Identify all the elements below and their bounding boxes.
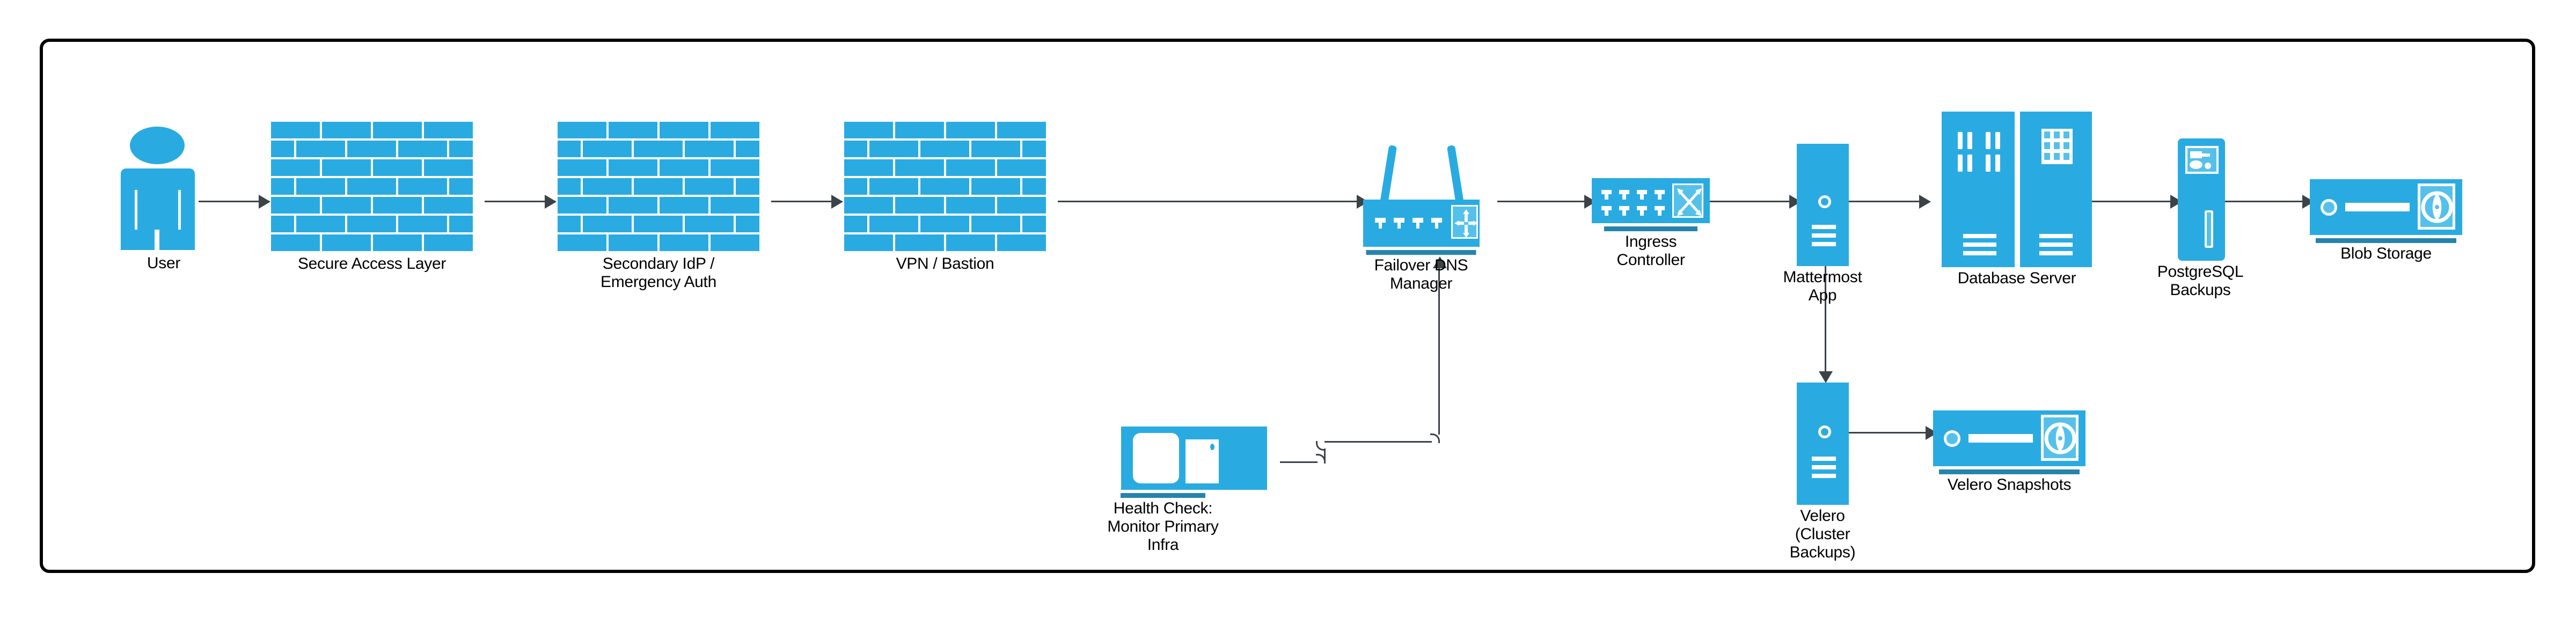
node-database-server[interactable]: Database Server: [1942, 112, 2092, 287]
tablet-base-bar: [1121, 493, 1205, 498]
label-line: Backups): [1789, 543, 1856, 561]
node-blob-storage[interactable]: Blob Storage: [2310, 179, 2462, 262]
power-indicator-icon: [1818, 195, 1831, 208]
appliance-screen-icon: [2185, 146, 2219, 174]
node-user-label: User: [83, 254, 244, 273]
node-mattermost-app[interactable]: Mattermost App: [1783, 144, 1862, 304]
label-line: Database Server: [1957, 269, 2076, 287]
node-postgresql-backups-label: PostgreSQL Backups: [2098, 263, 2302, 299]
node-health-check[interactable]: Health Check: Monitor Primary Infra: [1107, 427, 1267, 554]
node-secondary-idp-label: Secondary IdP / Emergency Auth: [524, 255, 793, 291]
switch-base-bar: [1604, 226, 1697, 231]
switch-crossconnect-badge-icon: [1672, 183, 1703, 218]
node-vpn-bastion[interactable]: VPN / Bastion: [844, 122, 1058, 273]
node-velero-snapshots[interactable]: Velero Snapshots: [1933, 410, 2085, 494]
label-line: PostgreSQL: [2157, 263, 2244, 281]
node-vpn-bastion-label: VPN / Bastion: [811, 255, 1079, 273]
wireless-router-icon: [1363, 145, 1499, 255]
label-line: (Cluster: [1795, 525, 1850, 543]
node-failover-dns-manager-label: Failover DNS Manager: [1308, 256, 1534, 293]
storage-base-bar: [1939, 469, 2080, 474]
server-tower-icon: [1797, 383, 1854, 505]
label-line: Manager: [1389, 275, 1453, 292]
node-ingress-controller-label: Ingress Controller: [1543, 233, 1758, 269]
node-velero-snapshots-label: Velero Snapshots: [1886, 476, 2133, 494]
label-line: Velero Snapshots: [1947, 476, 2072, 494]
label-line: App: [1808, 286, 1837, 304]
user-person-icon: [118, 127, 209, 250]
label-line: Failover DNS: [1374, 256, 1468, 274]
node-secure-access-layer-label: Secure Access Layer: [238, 255, 506, 273]
label-line: Monitor Primary: [1107, 518, 1219, 535]
node-velero[interactable]: Velero (Cluster Backups): [1790, 383, 1856, 561]
power-indicator-icon: [1818, 425, 1831, 438]
label-line: Controller: [1616, 251, 1685, 269]
node-blob-storage-label: Blob Storage: [2268, 245, 2504, 263]
node-postgresql-backups[interactable]: PostgreSQL Backups: [2157, 138, 2244, 299]
node-secure-access-layer[interactable]: Secure Access Layer: [271, 122, 485, 273]
firewall-brick-wall-icon: [558, 122, 771, 252]
tablet-monitor-icon: [1121, 427, 1267, 507]
disc-badge-icon: [2041, 415, 2079, 461]
label-line: Ingress: [1624, 233, 1677, 251]
firewall-brick-wall-icon: [271, 122, 485, 252]
label-line: Secondary IdP /: [602, 255, 715, 273]
node-failover-dns-manager[interactable]: Failover DNS Manager: [1363, 145, 1499, 292]
label-line: Health Check:: [1113, 499, 1213, 517]
node-mattermost-app-label: Mattermost App: [1721, 268, 1924, 305]
node-velero-label: Velero (Cluster Backups): [1721, 507, 1924, 562]
router-direction-badge-icon: [1451, 205, 1478, 239]
storage-array-icon: [2310, 179, 2462, 254]
node-ingress-controller[interactable]: Ingress Controller: [1592, 178, 1710, 269]
server-tower-icon: [1797, 144, 1854, 266]
label-line: Blob Storage: [2340, 245, 2432, 262]
network-switch-icon: [1592, 178, 1710, 253]
label-line: Velero: [1800, 507, 1845, 525]
database-rack-icon: [1942, 112, 2092, 267]
node-secondary-idp[interactable]: Secondary IdP / Emergency Auth: [558, 122, 771, 291]
label-line: User: [147, 254, 181, 272]
diagram-frame-border: [40, 39, 2535, 573]
label-line: VPN / Bastion: [896, 255, 994, 273]
storage-base-bar: [2316, 238, 2456, 243]
node-health-check-label: Health Check: Monitor Primary Infra: [1040, 499, 1286, 554]
disc-badge-icon: [2418, 183, 2455, 230]
node-user[interactable]: User: [118, 127, 209, 272]
label-line: Mattermost: [1783, 268, 1862, 286]
node-database-server-label: Database Server: [1893, 269, 2140, 288]
backup-appliance-icon: [2178, 138, 2229, 261]
storage-array-icon: [1933, 410, 2085, 486]
label-line: Infra: [1147, 536, 1179, 554]
label-line: Backups: [2170, 281, 2231, 299]
firewall-brick-wall-icon: [844, 122, 1058, 252]
router-base-bar: [1366, 250, 1476, 255]
label-line: Secure Access Layer: [297, 255, 447, 273]
label-line: Emergency Auth: [601, 273, 716, 291]
